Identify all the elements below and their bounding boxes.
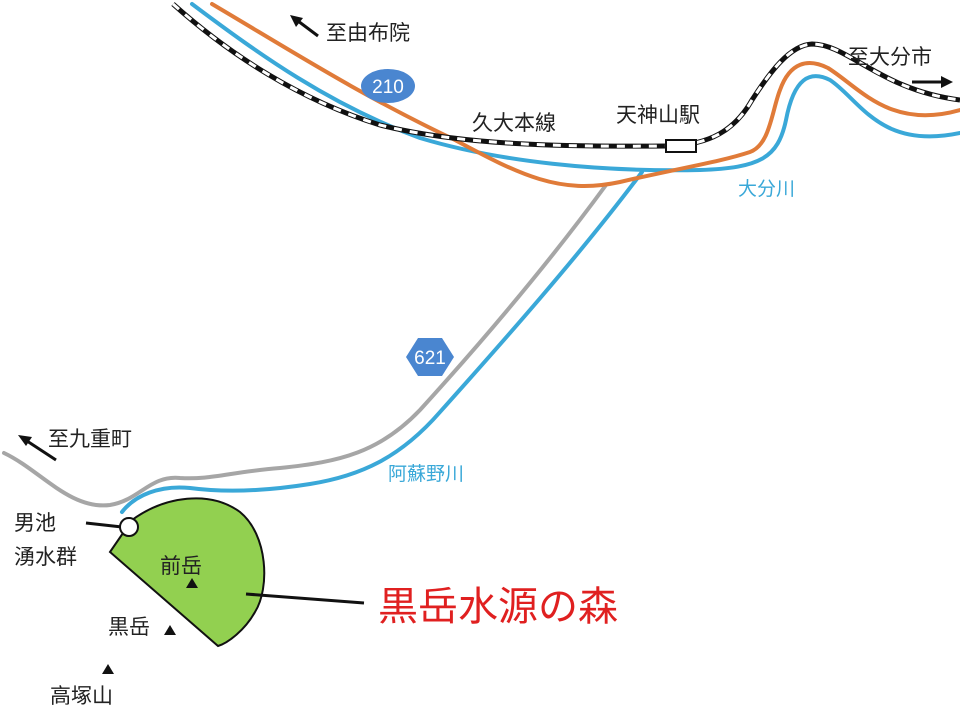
route-210-line — [210, 2, 960, 188]
road-621-line — [2, 183, 608, 508]
otoike-label-line1: 男池 — [14, 511, 56, 535]
route-621-badge — [406, 338, 454, 376]
direction-yufuin-label: 至由布院 — [326, 21, 410, 45]
route-210-badge-label: 210 — [372, 77, 404, 98]
asono-river-line — [120, 170, 644, 514]
oita-river-line — [190, 2, 960, 173]
takatsukayama-peak-icon — [102, 664, 114, 674]
forest-leader-line — [245, 592, 365, 605]
arrow-yufuin-icon — [290, 15, 319, 38]
railway-dashes — [171, 2, 960, 148]
direction-oita-city-label: 至大分市 — [848, 45, 932, 69]
takatsukayama-label: 高塚山 — [50, 684, 113, 708]
otoike-leader-line — [85, 521, 123, 529]
direction-kokonoe-label: 至九重町 — [48, 427, 132, 451]
maedake-peak-icon — [186, 578, 198, 588]
tenjinyama-station-marker — [665, 139, 697, 153]
station-label: 天神山駅 — [616, 103, 700, 127]
asono-river-label: 阿蘇野川 — [388, 463, 464, 485]
kurodake-label: 黒岳 — [108, 615, 150, 639]
oita-river-label: 大分川 — [738, 178, 795, 200]
route-210-badge — [361, 69, 415, 103]
arrow-oita-city-icon — [912, 76, 953, 88]
maedake-label: 前岳 — [160, 554, 202, 578]
railway-line-label: 久大本線 — [472, 111, 556, 135]
kurodake-peak-icon — [164, 625, 176, 635]
arrow-kokonoe-icon — [18, 435, 57, 462]
kurodake-forest-area — [108, 497, 266, 648]
route-621-badge-label: 621 — [414, 348, 446, 369]
map-title: 黒岳水源の森 — [378, 584, 618, 630]
otoike-label-line2: 湧水群 — [14, 545, 77, 569]
otoike-spring-marker — [119, 517, 139, 537]
